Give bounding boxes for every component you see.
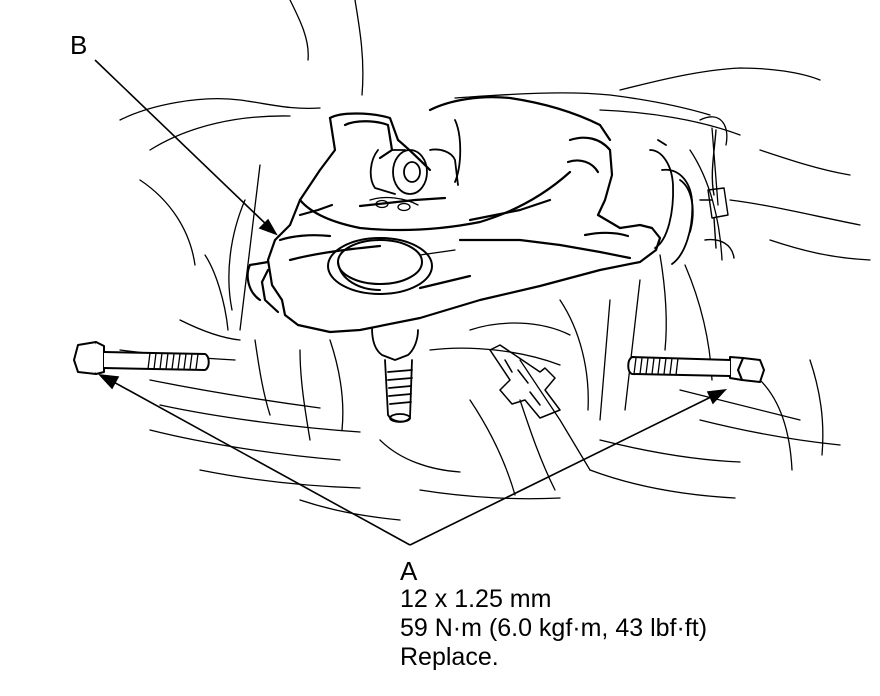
brake-hose bbox=[699, 129, 735, 259]
callout-a: A bbox=[400, 556, 418, 586]
bolt-torque: 59 N·m (6.0 kgf·m, 43 lbf·ft) bbox=[400, 614, 708, 642]
leader-a-left-arrowhead bbox=[97, 373, 120, 390]
leader-a-right bbox=[409, 394, 716, 546]
lower-bracket bbox=[489, 344, 561, 419]
leader-lines bbox=[94, 59, 728, 546]
bolt-rear bbox=[627, 356, 765, 383]
bushing-front bbox=[369, 119, 462, 195]
leader-b-arrowhead bbox=[258, 218, 278, 236]
bolt-size: 12 x 1.25 mm bbox=[400, 585, 552, 613]
callout-b: B bbox=[70, 30, 88, 60]
background-structure bbox=[119, 0, 871, 521]
ball-joint-boss bbox=[327, 237, 433, 295]
arm-top-holes bbox=[369, 196, 419, 212]
leader-a-left bbox=[109, 379, 411, 546]
ball-joint-stud bbox=[371, 327, 419, 423]
bolt-spec: 12 x 1.25 mm 59 N·m (6.0 kgf·m, 43 lbf·f… bbox=[400, 585, 707, 672]
bushing-rear bbox=[649, 139, 694, 265]
leader-b bbox=[94, 59, 271, 229]
bolt-note: Replace. bbox=[400, 643, 499, 671]
bolt-front bbox=[73, 341, 210, 375]
upper-arm bbox=[246, 96, 662, 334]
leader-a-right-arrowhead bbox=[706, 388, 728, 405]
